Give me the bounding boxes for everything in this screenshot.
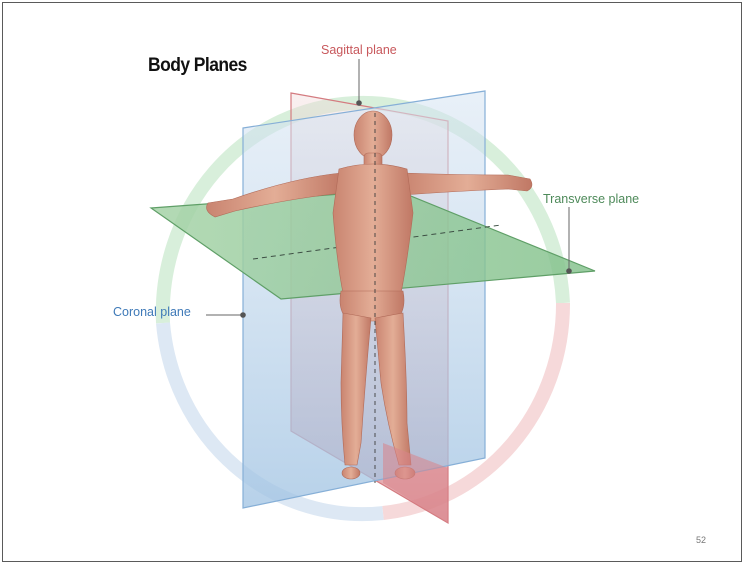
coronal-plane-label: Coronal plane bbox=[113, 305, 191, 319]
sagittal-plane-label: Sagittal plane bbox=[321, 43, 397, 57]
body-planes-diagram bbox=[3, 3, 741, 561]
page-number: 52 bbox=[696, 535, 706, 545]
slide-title: Body Planes bbox=[148, 55, 247, 77]
transverse-plane-label: Transverse plane bbox=[543, 192, 639, 206]
